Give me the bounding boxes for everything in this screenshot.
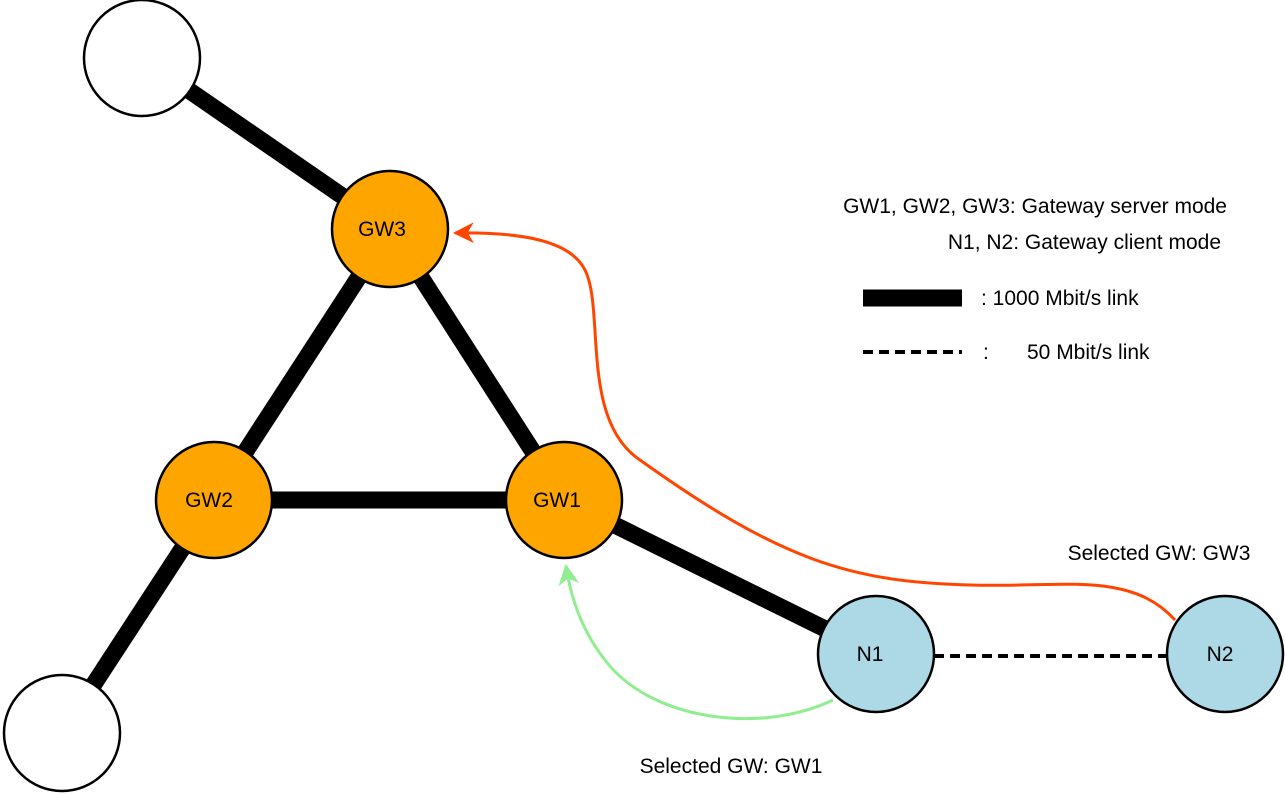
node-n2: N2 [1165, 594, 1285, 714]
n1-selection-arrow [558, 563, 834, 721]
node-bottom-unnamed [2, 673, 122, 793]
node-top-unnamed [82, 0, 202, 118]
legend-dashed-link-colon: : [983, 341, 989, 364]
legend-dashed-link-label: 50 Mbit/s link [1027, 341, 1150, 364]
node-gw1: GW1 [504, 440, 624, 560]
node-n2-label: N2 [1207, 643, 1234, 666]
legend-thick-link-label: : 1000 Mbit/s link [981, 287, 1139, 310]
node-gw2: GW2 [154, 440, 274, 560]
node-n1-label: N1 [857, 643, 884, 666]
thick-links [54, 51, 880, 738]
caption-n1-selected: Selected GW: GW1 [640, 755, 823, 778]
node-n1: N1 [816, 594, 936, 714]
n2-selection-arrow [452, 222, 1177, 622]
caption-n2-selected: Selected GW: GW3 [1068, 542, 1251, 565]
legend: GW1, GW2, GW3: Gateway server mode N1, N… [843, 195, 1227, 364]
node-gw1-label: GW1 [533, 489, 581, 512]
legend-server-mode: GW1, GW2, GW3: Gateway server mode [843, 195, 1227, 218]
node-gw3: GW3 [330, 169, 450, 289]
node-gw2-label: GW2 [185, 489, 233, 512]
node-gw3-label: GW3 [358, 218, 406, 241]
legend-client-mode: N1, N2: Gateway client mode [948, 231, 1221, 254]
